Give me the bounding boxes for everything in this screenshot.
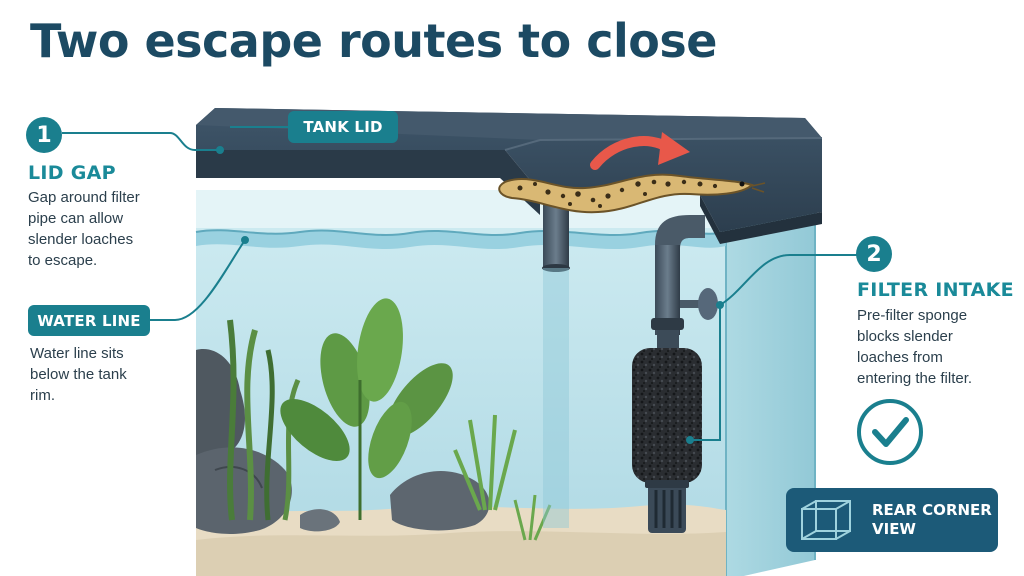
filter-intake-line: blocks slender: [857, 328, 953, 345]
filter-intake-description: Pre-filter sponge blocks slender loaches…: [857, 305, 972, 389]
lid-gap-description: Gap around filter pipe can allow slender…: [28, 187, 140, 271]
water-line-line: Water line sits: [30, 345, 124, 362]
filter-intake-heading: FILTER INTAKE: [857, 279, 1014, 301]
rear-corner-view-text: REAR CORNER VIEW: [872, 501, 992, 539]
pre-filter-sponge: [632, 348, 702, 483]
tank-lid-label: TANK LID: [288, 111, 398, 143]
leader-lines: [62, 126, 860, 444]
filter-intake-line: loaches from: [857, 349, 943, 366]
rear-view-line: VIEW: [872, 520, 916, 538]
callout-number-1: 1: [26, 117, 62, 153]
lid-gap-line: Gap around filter: [28, 189, 140, 206]
lid-gap-heading: LID GAP: [28, 162, 116, 184]
lid-gap-line: slender loaches: [28, 231, 134, 248]
loach-fish: [498, 173, 766, 214]
cube-icon: [801, 500, 851, 540]
filter-intake-line: Pre-filter sponge: [857, 307, 968, 324]
water-line-description: Water line sits below the tank rim.: [30, 343, 127, 406]
callout-number-2: 2: [856, 236, 892, 272]
rear-corner-view-badge: REAR CORNER VIEW: [786, 488, 998, 552]
page-title: Two escape routes to close: [30, 14, 717, 68]
intake-pipe: [632, 215, 718, 533]
lid-gap-line: to escape.: [28, 252, 98, 269]
water-line-line: below the tank: [30, 366, 127, 383]
check-circle-icon: [857, 399, 923, 465]
aquatic-plants: [227, 298, 552, 541]
water-line-label: WATER LINE: [28, 305, 150, 336]
filter-intake-line: entering the filter.: [857, 370, 973, 387]
lid-gap-line: pipe can allow: [28, 210, 124, 227]
water-line-line: rim.: [30, 387, 55, 404]
rear-view-line: REAR CORNER: [872, 501, 992, 519]
